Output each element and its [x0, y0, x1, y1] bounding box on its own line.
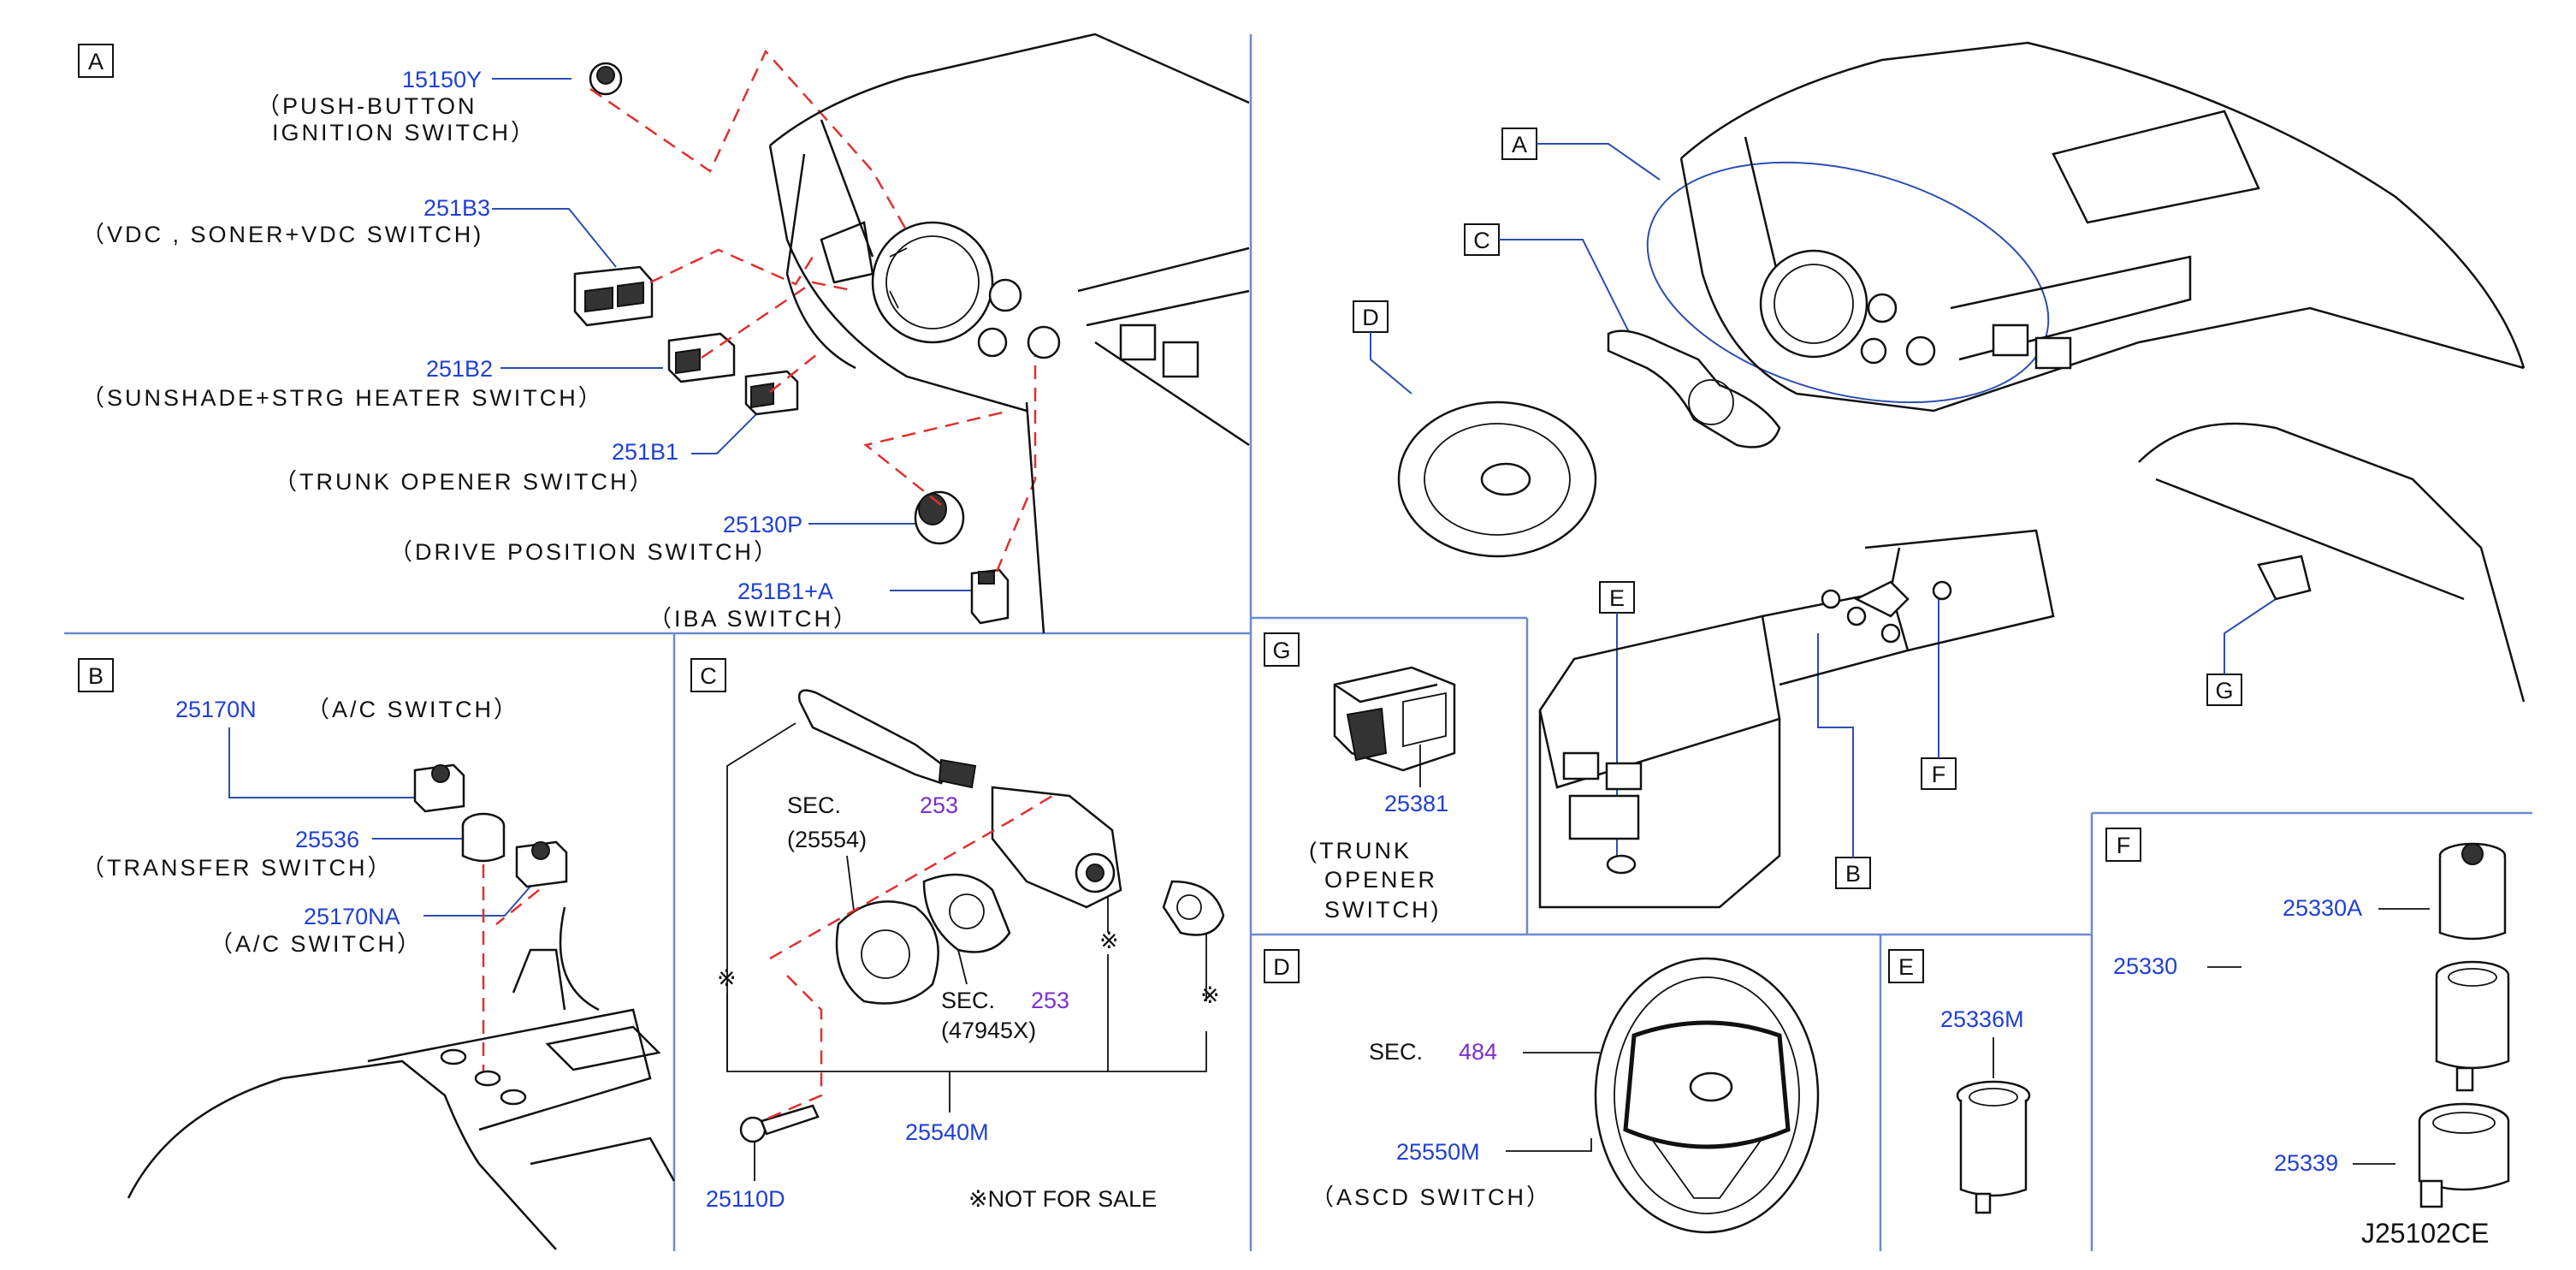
- part-no-25381: 25381: [1384, 791, 1448, 816]
- part-no-15150y: 15150Y: [402, 67, 482, 92]
- iba-switch-drawing: [970, 568, 1010, 625]
- overview-d-box: [1353, 300, 1389, 333]
- part-name-25536: （TRANSFER SWITCH）: [81, 855, 394, 881]
- section-c-box: [690, 658, 726, 692]
- part-no-25130p: 25130P: [723, 512, 802, 537]
- section-c: C SEC. 253 (25554) SEC. 253 (47945X) ※ ※…: [690, 658, 1225, 1212]
- ac-switch-na-drawing: [515, 840, 568, 888]
- sec-253-prefix-2: SEC.: [941, 988, 995, 1013]
- power-socket-drawing: [1956, 1080, 2031, 1214]
- overview-b-label: B: [1845, 861, 1861, 887]
- sec-484-prefix: SEC.: [1369, 1039, 1423, 1065]
- section-a-box: [78, 44, 114, 78]
- overview-g-box: [2206, 674, 2242, 706]
- sec-253-number-2: 253: [1031, 988, 1069, 1013]
- part-name-15150y-2: IGNITION SWITCH）: [272, 120, 536, 145]
- dashboard-sketch-a: [768, 33, 1250, 634]
- section-b-label: B: [88, 663, 104, 689]
- part-name-251b1: （TRUNK OPENER SWITCH）: [274, 469, 655, 495]
- section-e: E 25336M: [1888, 949, 2031, 1214]
- transfer-switch-drawing: [461, 812, 506, 863]
- overview-g-label: G: [2215, 678, 2233, 703]
- part-name-25550m: （ASCD SWITCH）: [1311, 1184, 1552, 1210]
- part-name-25381-3: SWITCH): [1324, 897, 1441, 923]
- steering-wheel-drawing: [1594, 957, 1820, 1234]
- part-group-25330: 25330: [2113, 953, 2177, 979]
- part-name-251b2: （SUNSHADE+STRG HEATER SWITCH）: [81, 385, 604, 411]
- part-name-15150y-1: （PUSH-BUTTON: [257, 93, 477, 119]
- section-e-box: [1888, 949, 1924, 983]
- section-b: B 25170N （A/C SWITCH） 25536 （TRANSFER SW…: [78, 658, 676, 1250]
- section-d-label: D: [1273, 954, 1290, 980]
- part-no-251b1-a: 251B1+A: [737, 579, 833, 604]
- part-name-25130p: （DRIVE POSITION SWITCH）: [389, 539, 779, 565]
- part-no-25170na: 25170NA: [304, 904, 400, 929]
- part-no-25336m: 25336M: [1940, 1006, 2024, 1032]
- screw-drawing: [739, 1104, 820, 1143]
- overview-a-label: A: [1512, 132, 1527, 157]
- ignition-switch-drawing: [589, 62, 623, 96]
- section-g: G 25381 (TRUNK OPENER SWITCH): [1264, 632, 1456, 923]
- overview-b-box: [1835, 857, 1871, 889]
- sec-484-number: 484: [1459, 1039, 1497, 1065]
- trunk-switch-drawing: [744, 370, 799, 416]
- part-name-251b3: （VDC , SONER+VDC SWITCH): [81, 222, 483, 247]
- section-f-label: F: [2117, 833, 2131, 858]
- overview-d-label: D: [1362, 305, 1379, 330]
- assembly-no-25540m: 25540M: [905, 1119, 989, 1145]
- section-e-label: E: [1898, 954, 1914, 980]
- sec-253-sub-1: (25554): [787, 827, 867, 852]
- sec-253-number-1: 253: [920, 792, 958, 818]
- part-name-25381-1: (TRUNK: [1309, 838, 1412, 863]
- diagram-code: J25102CE: [2361, 1218, 2489, 1249]
- section-d-box: [1264, 949, 1300, 983]
- section-a: A 15150Y （PUSH-BUTTON IGNITION SWITCH） 2…: [78, 33, 1250, 634]
- part-name-25170na: （A/C SWITCH）: [210, 931, 423, 957]
- overview-f-label: F: [1932, 762, 1946, 787]
- vdc-switch-drawing: [573, 265, 654, 327]
- section-g-box: [1264, 632, 1300, 667]
- lighter-ring-drawing: [2418, 1102, 2510, 1208]
- part-no-25110d: 25110D: [706, 1186, 785, 1212]
- combination-switch-drawing: [797, 689, 1225, 1005]
- part-name-25170n: （A/C SWITCH）: [306, 697, 519, 722]
- part-no-251b2: 251B2: [426, 356, 493, 382]
- section-f: F 25330 25330A 25339: [2105, 828, 2510, 1208]
- part-no-25536: 25536: [295, 827, 359, 852]
- drive-position-switch-drawing: [914, 490, 965, 545]
- overview-c-label: C: [1473, 228, 1490, 253]
- overview-e-label: E: [1609, 585, 1625, 611]
- cigarette-lighter-drawing: [2438, 842, 2507, 941]
- lighter-socket-drawing: [2435, 960, 2510, 1092]
- part-no-25330a: 25330A: [2283, 895, 2362, 921]
- console-sketch-b: [127, 906, 676, 1250]
- section-g-label: G: [1272, 638, 1290, 663]
- sec-253-prefix-1: SEC.: [787, 792, 841, 818]
- not-for-sale-mark-2: ※: [1099, 928, 1119, 953]
- overview-a-box: [1501, 128, 1537, 160]
- overview-c-box: [1464, 223, 1500, 256]
- part-no-25339: 25339: [2274, 1150, 2338, 1176]
- section-b-box: [78, 658, 114, 692]
- section-d: D SEC. 484 25550M （ASCD SWITCH）: [1264, 949, 1820, 1234]
- part-name-25381-2: OPENER: [1324, 867, 1437, 893]
- overview: A C D E B F G: [1353, 41, 2526, 909]
- section-c-label: C: [700, 663, 717, 689]
- ac-switch-drawing: [413, 763, 465, 813]
- part-no-251b3: 251B3: [423, 195, 490, 221]
- section-dividers: [64, 34, 2532, 1251]
- not-for-sale-mark-3: ※: [1200, 982, 1220, 1008]
- section-a-label: A: [88, 49, 104, 74]
- part-no-251b1: 251B1: [612, 439, 678, 465]
- part-no-25170n: 25170N: [175, 697, 257, 722]
- vehicle-interior-sketch: [1397, 41, 2526, 909]
- section-f-box: [2105, 828, 2141, 862]
- not-for-sale-note: ※NOT FOR SALE: [968, 1186, 1157, 1212]
- part-name-251b1-a: （IBA SWITCH）: [648, 606, 859, 632]
- sec-253-sub-2: (47945X): [941, 1018, 1036, 1043]
- trunk-opener-switch-drawing: [1333, 666, 1456, 772]
- part-no-25550m: 25550M: [1396, 1139, 1480, 1165]
